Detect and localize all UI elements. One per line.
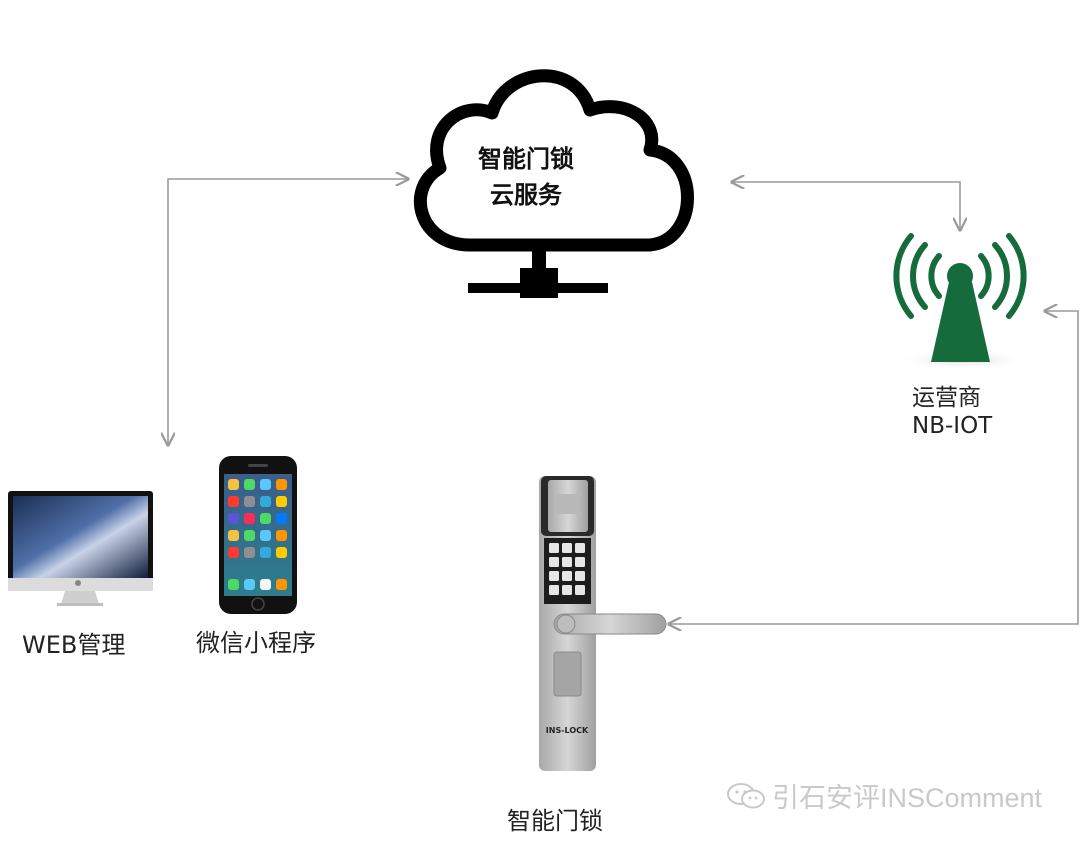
app-icon bbox=[276, 513, 287, 524]
carrier-label-line1: 运营商 bbox=[912, 385, 981, 411]
keypad-key bbox=[575, 543, 585, 553]
connector-carrier-lock bbox=[669, 311, 1079, 624]
keypad-key bbox=[549, 571, 559, 581]
keypad-key bbox=[562, 585, 572, 595]
app-icon bbox=[260, 547, 271, 558]
cloud-title-line1: 智能门锁 bbox=[478, 145, 574, 173]
app-icon bbox=[228, 496, 239, 507]
dock-icon bbox=[276, 579, 287, 590]
smartphone-icon bbox=[219, 456, 297, 614]
app-icon bbox=[244, 479, 255, 490]
app-icon bbox=[260, 530, 271, 541]
desktop-monitor-icon bbox=[8, 491, 153, 606]
app-icon-grid bbox=[228, 479, 287, 590]
wechat-icon bbox=[727, 782, 765, 808]
connector-cloud-clients bbox=[168, 179, 408, 445]
app-icon bbox=[244, 513, 255, 524]
app-icon bbox=[260, 479, 271, 490]
watermark: 引石安评INSComment bbox=[726, 776, 1042, 815]
dock-icon bbox=[260, 579, 271, 590]
door-lock-icon: INS-LOCK bbox=[539, 476, 667, 771]
keypad bbox=[549, 543, 585, 595]
app-icon bbox=[244, 496, 255, 507]
app-icon bbox=[276, 547, 287, 558]
dock-icon bbox=[244, 579, 255, 590]
keypad-key bbox=[549, 585, 559, 595]
app-icon bbox=[228, 513, 239, 524]
connector-cloud-carrier bbox=[732, 182, 960, 230]
app-icon bbox=[276, 496, 287, 507]
app-icon bbox=[244, 547, 255, 558]
carrier-label-line2: NB-IOT bbox=[912, 413, 993, 439]
keypad-key bbox=[562, 557, 572, 567]
keypad-key bbox=[549, 543, 559, 553]
lock-brand-label: INS-LOCK bbox=[546, 726, 589, 735]
dock-icon bbox=[228, 579, 239, 590]
cloud-server-icon: 智能门锁 云服务 bbox=[413, 69, 694, 298]
app-icon bbox=[228, 530, 239, 541]
keypad-key bbox=[562, 571, 572, 581]
keypad-key bbox=[575, 571, 585, 581]
app-icon bbox=[276, 479, 287, 490]
watermark-text: 引石安评INSComment bbox=[772, 783, 1043, 813]
smart-lock-label: 智能门锁 bbox=[507, 807, 603, 835]
radio-tower-icon bbox=[893, 233, 1031, 370]
cloud-title-line2: 云服务 bbox=[490, 181, 563, 209]
keypad-key bbox=[562, 543, 572, 553]
app-icon bbox=[260, 496, 271, 507]
app-icon bbox=[228, 547, 239, 558]
keypad-key bbox=[575, 557, 585, 567]
keypad-key bbox=[575, 585, 585, 595]
app-icon bbox=[228, 479, 239, 490]
keypad-key bbox=[549, 557, 559, 567]
web-management-label: WEB管理 bbox=[22, 631, 126, 659]
app-icon bbox=[244, 530, 255, 541]
mini-program-label: 微信小程序 bbox=[196, 629, 316, 657]
app-icon bbox=[260, 513, 271, 524]
carrier-label: 运营商 NB-IOT bbox=[912, 384, 992, 440]
app-icon bbox=[276, 530, 287, 541]
